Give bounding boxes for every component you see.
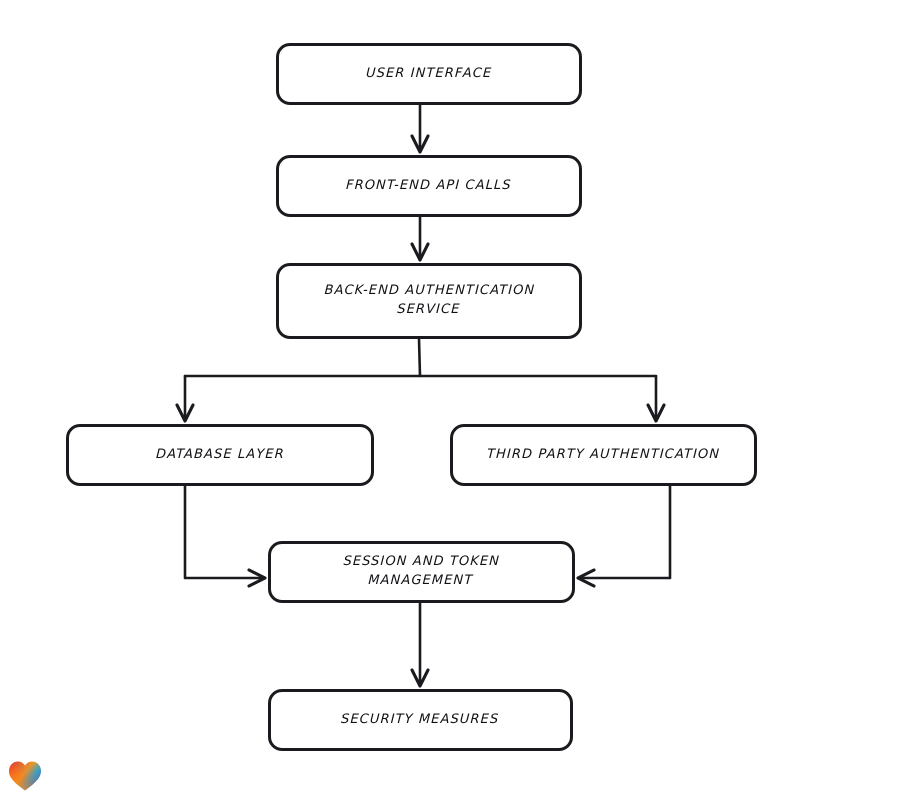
node-third-party-auth-label: THIRD PARTY AUTHENTICATION (486, 446, 721, 462)
node-frontend-api-calls-label: FRONT-END API CALLS (345, 177, 513, 193)
node-backend-auth-service[interactable]: BACK-END AUTHENTICATION SERVICE (276, 263, 582, 339)
edge-backend-auth-service-branch-trunk (183, 337, 658, 378)
edge-branch-to-third-party-auth (646, 374, 666, 423)
edge-user-interface-to-frontend-api-calls (410, 103, 430, 154)
edge-third-party-auth-to-session-token-mgmt (576, 484, 672, 588)
edge-frontend-api-calls-to-backend-auth-service (410, 215, 430, 262)
node-user-interface-label: USER INTERFACE (365, 65, 493, 81)
heart-icon (9, 761, 41, 791)
node-session-token-mgmt[interactable]: SESSION AND TOKEN MANAGEMENT (268, 541, 575, 603)
edge-branch-to-database-layer (175, 374, 195, 423)
node-security-measures[interactable]: SECURITY MEASURES (268, 689, 573, 751)
node-security-measures-label: SECURITY MEASURES (341, 711, 501, 727)
edge-database-layer-to-session-token-mgmt (183, 484, 267, 588)
node-frontend-api-calls[interactable]: FRONT-END API CALLS (276, 155, 582, 217)
node-session-token-mgmt-label: SESSION AND TOKEN MANAGEMENT (343, 554, 501, 588)
node-backend-auth-service-label: BACK-END AUTHENTICATION SERVICE (323, 283, 536, 317)
node-database-layer-label: DATABASE LAYER (155, 446, 285, 462)
node-database-layer[interactable]: DATABASE LAYER (66, 424, 374, 486)
edge-session-token-mgmt-to-security-measures (410, 601, 430, 688)
node-third-party-auth[interactable]: THIRD PARTY AUTHENTICATION (450, 424, 757, 486)
node-user-interface[interactable]: USER INTERFACE (276, 43, 582, 105)
